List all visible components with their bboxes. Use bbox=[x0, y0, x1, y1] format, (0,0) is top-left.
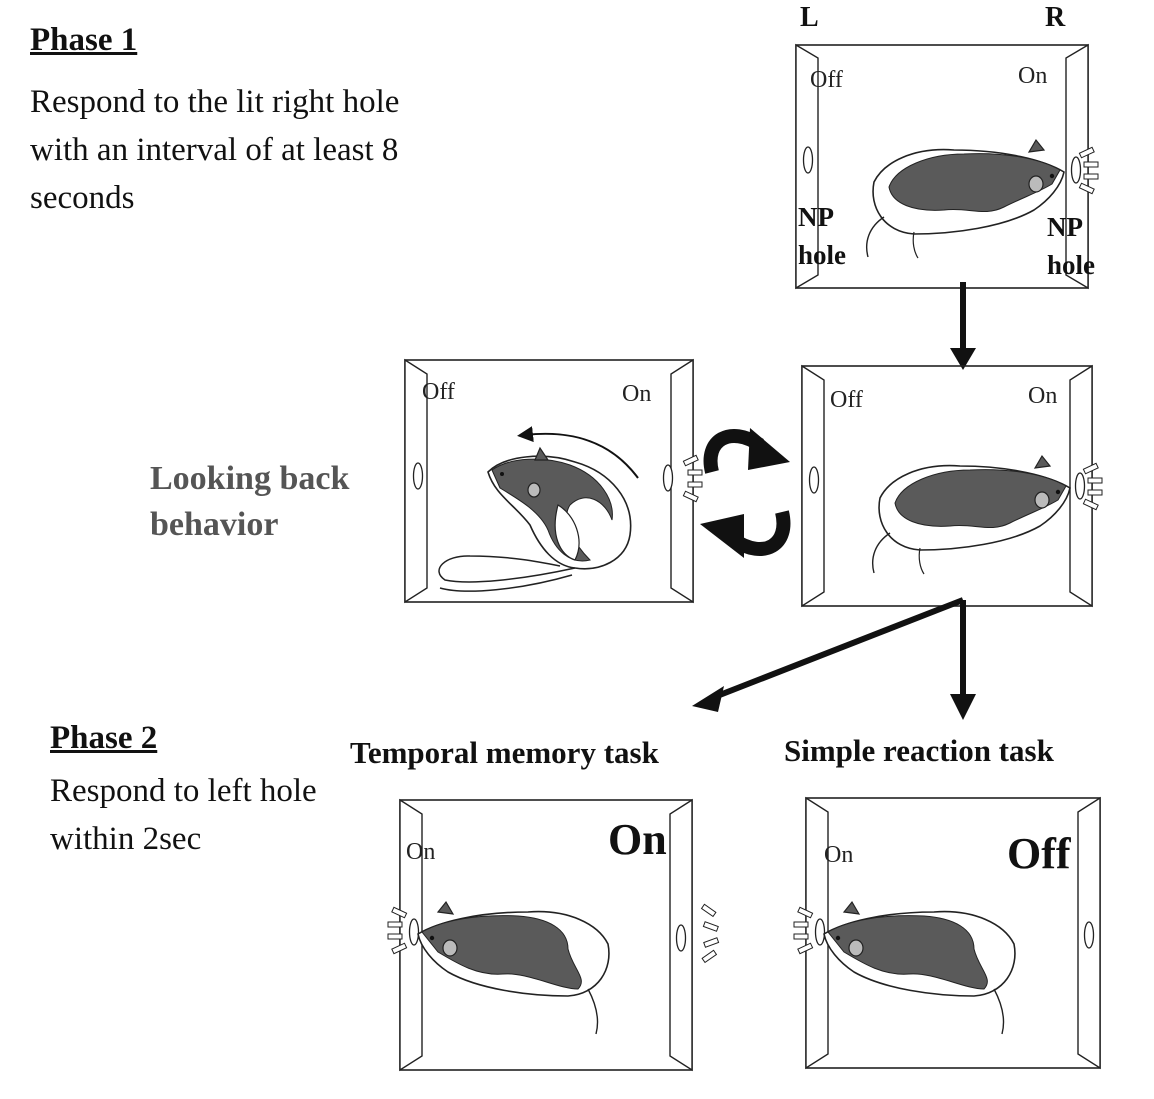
np-hole-right-line2: hole bbox=[1047, 250, 1095, 280]
panel-simple-left-state: On bbox=[824, 842, 853, 868]
panel-looking-back: Off On bbox=[404, 358, 703, 604]
arrow-to-simple-head bbox=[950, 694, 976, 720]
panel-looking-back-right-state: On bbox=[622, 381, 651, 407]
panel-looking-back-left-state: Off bbox=[422, 379, 455, 405]
temporal-task-title: Temporal memory task bbox=[350, 735, 659, 770]
panel-top: Off On NP hole NP hole bbox=[795, 43, 1099, 290]
phase2-title: Phase 2 bbox=[50, 720, 158, 756]
right-side-label: R bbox=[1045, 2, 1066, 33]
arrow-top-to-middle-head bbox=[950, 348, 976, 370]
panel-simple: On Off bbox=[793, 796, 1101, 1070]
phase2-description: Respond to left hole within 2sec bbox=[50, 773, 317, 857]
simple-task-title: Simple reaction task bbox=[784, 733, 1054, 768]
panel-top-right-state: On bbox=[1018, 63, 1047, 89]
cycle-arrows bbox=[700, 428, 791, 558]
panel-simple-right-state: Off bbox=[1007, 829, 1072, 878]
np-hole-right-line1: NP bbox=[1047, 212, 1083, 242]
panel-temporal-right-state: On bbox=[608, 815, 667, 864]
looking-back-label: Looking back behavior bbox=[150, 460, 350, 543]
panel-top-left-state: Off bbox=[810, 67, 843, 93]
arrow-to-temporal-head bbox=[692, 686, 724, 712]
np-hole-left-line2: hole bbox=[798, 240, 846, 270]
left-side-label: L bbox=[800, 2, 819, 33]
np-hole-left-line1: NP bbox=[798, 202, 834, 232]
panel-middle-right-state: On bbox=[1028, 383, 1057, 409]
arrow-to-temporal bbox=[710, 597, 965, 701]
panel-middle: Off On bbox=[801, 364, 1103, 608]
phase1-title: Phase 1 bbox=[30, 22, 138, 58]
panel-temporal-left-state: On bbox=[406, 839, 435, 865]
phase1-description: Respond to the lit right hole with an in… bbox=[30, 84, 400, 216]
panel-middle-left-state: Off bbox=[830, 387, 863, 413]
panel-temporal: On On bbox=[387, 798, 720, 1072]
